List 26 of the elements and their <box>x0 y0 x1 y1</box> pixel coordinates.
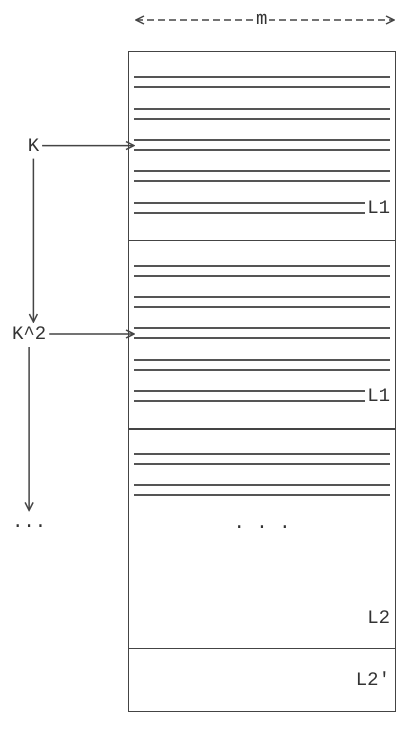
block-label: L2' <box>356 669 390 692</box>
memory-row <box>134 262 390 279</box>
memory-row <box>134 294 390 310</box>
variable-label: K^2 <box>12 323 46 345</box>
memory-row <box>134 356 390 373</box>
memory-row <box>134 74 390 90</box>
arrow <box>42 140 135 150</box>
arrow <box>28 158 38 323</box>
memory-row: L1 <box>134 200 390 216</box>
block-label: . . . <box>232 512 292 534</box>
memory-block <box>128 240 396 430</box>
memory-row <box>134 137 390 154</box>
memory-row <box>134 482 390 498</box>
memory-row <box>134 106 390 122</box>
memory-row <box>134 168 390 184</box>
variable-label: K <box>28 134 40 157</box>
arrow <box>49 329 135 339</box>
memory-block <box>128 648 396 712</box>
memory-block <box>128 51 396 242</box>
variable-label: ... <box>12 511 46 534</box>
memory-row <box>134 451 390 468</box>
memory-block <box>128 428 396 650</box>
arrow <box>24 347 34 512</box>
memory-row: L1 <box>134 388 390 404</box>
block-label: L2 <box>367 606 390 629</box>
memory-row <box>134 325 390 342</box>
